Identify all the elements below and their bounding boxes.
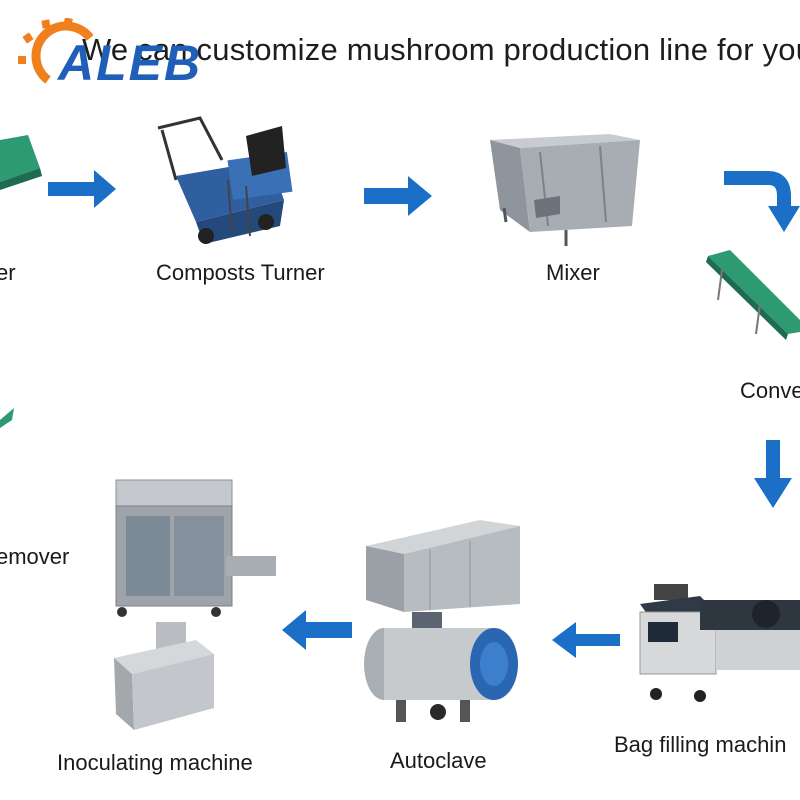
arrow-down-icon — [754, 440, 792, 508]
aleb-logo-graphic: ALEB — [18, 18, 202, 88]
logo-text: ALEB — [56, 35, 202, 88]
aleb-logo: ALEB — [18, 18, 223, 88]
step-label-mixer: Mixer — [546, 260, 600, 285]
bag-filling-machine-image — [639, 584, 800, 702]
step-label-inoculating: Inoculating machine — [57, 750, 253, 775]
arrow-left-icon — [282, 610, 352, 650]
page-headline: We can customize mushroom production lin… — [82, 32, 800, 67]
arrow-right-icon — [48, 170, 116, 208]
arrow-left-icon — [552, 622, 620, 658]
inoculating-cabinet-image — [115, 479, 276, 617]
step-label-remover: emover — [0, 544, 70, 569]
composts-turner-image — [157, 116, 293, 244]
step-label-bag-filling: Bag filling machin — [614, 732, 787, 757]
inoculating-machine-image — [114, 622, 214, 730]
step-label-composts-turner: Composts Turner — [156, 260, 325, 285]
arrow-curve-down-icon — [724, 171, 800, 232]
sterilization-chamber-image — [366, 520, 520, 612]
step-label-conveyor: Conve — [740, 378, 800, 403]
step-label-crusher: er — [0, 260, 16, 285]
step-label-autoclave: Autoclave — [390, 748, 487, 773]
arrow-right-icon — [364, 176, 432, 216]
remover-machine-image — [0, 408, 14, 428]
autoclave-image — [364, 612, 518, 722]
crusher-machine-image — [0, 135, 42, 190]
mixer-image — [490, 134, 640, 246]
conveyor-image — [706, 250, 800, 340]
